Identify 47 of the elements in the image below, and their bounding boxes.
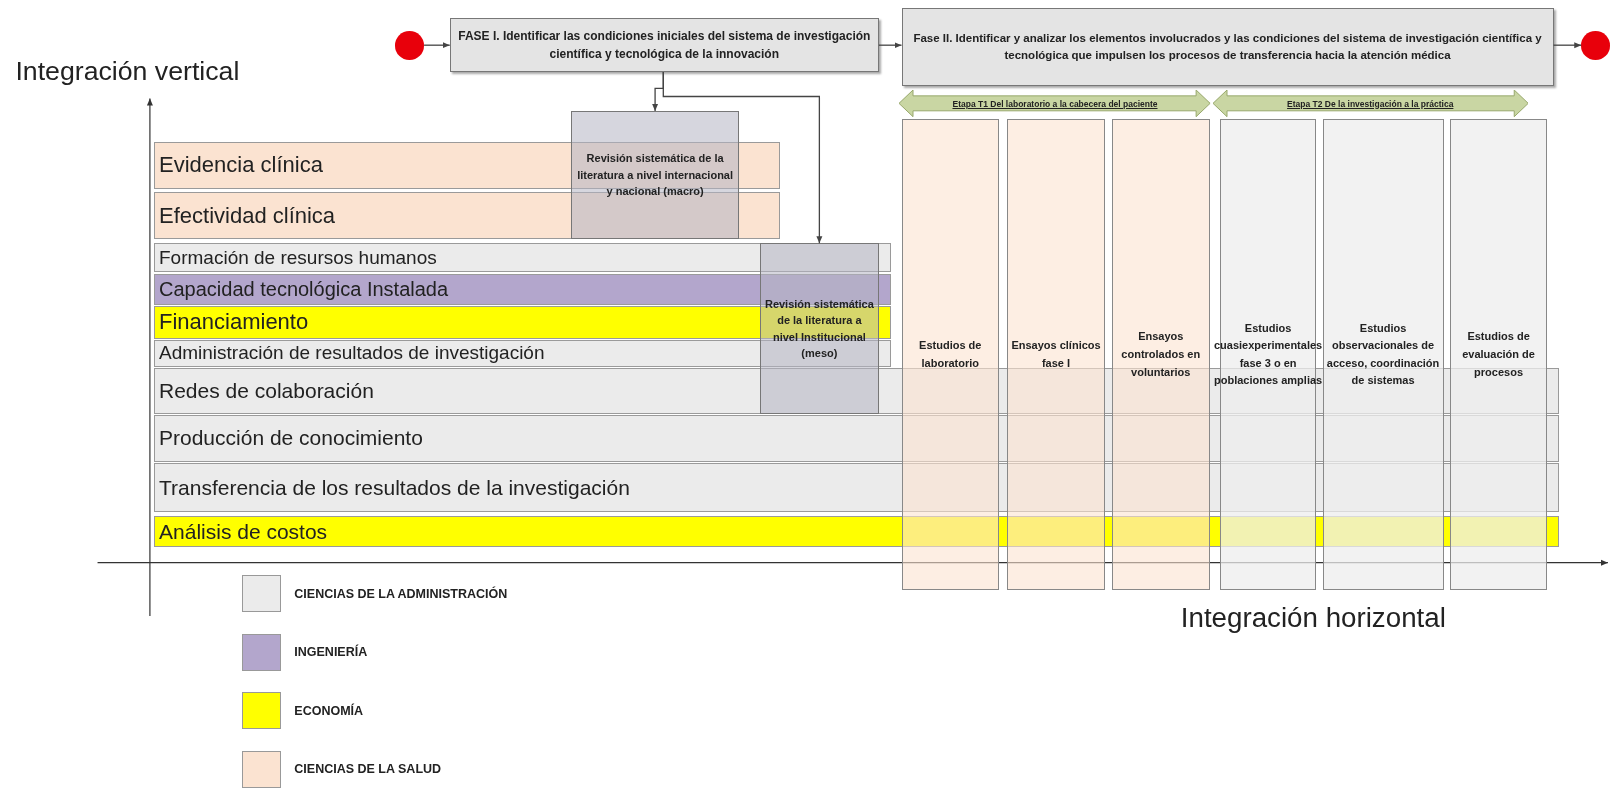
band-label: Administración de resultados de investigación [159, 342, 545, 365]
phase-label: Fase II. Identificar y analizar los elementos involucrados y las condiciones del sistema de investigación científica y tecnológica que impulsen los procesos de transferencia hacia la atención médica [912, 30, 1543, 64]
phase-box [449, 18, 879, 72]
legend-label: CIENCIAS DE LA ADMINISTRACIÓN [294, 586, 508, 601]
arrow [878, 42, 903, 49]
stage-banner [1212, 90, 1528, 118]
category-band [154, 243, 892, 273]
terminal-circle [1581, 30, 1610, 60]
review-box [570, 110, 740, 240]
band-label: Formación de resursos humanos [159, 246, 437, 269]
category-band [154, 141, 781, 189]
terminal-circle [395, 30, 425, 60]
study-column [1007, 119, 1105, 591]
band-label: Producción de conocimiento [159, 426, 423, 451]
study-column [1322, 119, 1444, 591]
legend-label: INGENIERÍA [294, 645, 368, 659]
review-label: Revisión sistemática de la literatura a nivel internacional y nacional (macro) [576, 151, 735, 200]
band-label: Transferencia de los resultados de la investigación [159, 475, 630, 500]
phase-box [901, 8, 1554, 87]
band-label: Análisis de costos [159, 519, 328, 544]
column-label: Ensayos controlados en voluntarios [1120, 329, 1202, 380]
stage-label: Etapa T1 Del laboratorio a la cabecera del paciente [952, 98, 1158, 109]
stage-banner [899, 90, 1211, 118]
arrow [423, 42, 451, 49]
column-label: Estudios de evaluación de procesos [1461, 329, 1536, 380]
column-label: Estudios de laboratorio [918, 338, 983, 371]
review-box [759, 243, 879, 414]
legend-label: CIENCIAS DE LA SALUD [294, 762, 442, 777]
arrow [662, 71, 823, 244]
column-label: Estudios cuasiexperimentales fase 3 o en poblaciones amplias [1213, 320, 1323, 389]
band-label: Evidencia clínica [159, 152, 323, 179]
study-column [1112, 119, 1210, 591]
phase-label: FASE I. Identificar las condiciones iniciales del sistema de investigación científica y tecnológica de la innovación [457, 28, 872, 64]
axis-title: Integración horizontal [1180, 601, 1446, 634]
column-label: Estudios observacionales de acceso, coordinación de sistemas [1325, 320, 1441, 389]
category-band [154, 339, 892, 367]
stage-label: Etapa T2 De la investigación a la práctica [1287, 98, 1454, 109]
band-label: Capacidad tecnológica Instalada [159, 278, 449, 302]
study-column [1449, 119, 1548, 591]
band-label: Redes de colaboración [159, 378, 374, 403]
band-label: Efectividad clínica [159, 202, 336, 229]
band-label: Financiamiento [159, 309, 309, 336]
arrow [1552, 42, 1582, 49]
study-column [901, 119, 1000, 591]
legend-label: ECONOMÍA [294, 703, 364, 718]
column-label: Ensayos clínicos fase I [1010, 338, 1102, 371]
axis-title: Integración vertical [15, 56, 240, 88]
